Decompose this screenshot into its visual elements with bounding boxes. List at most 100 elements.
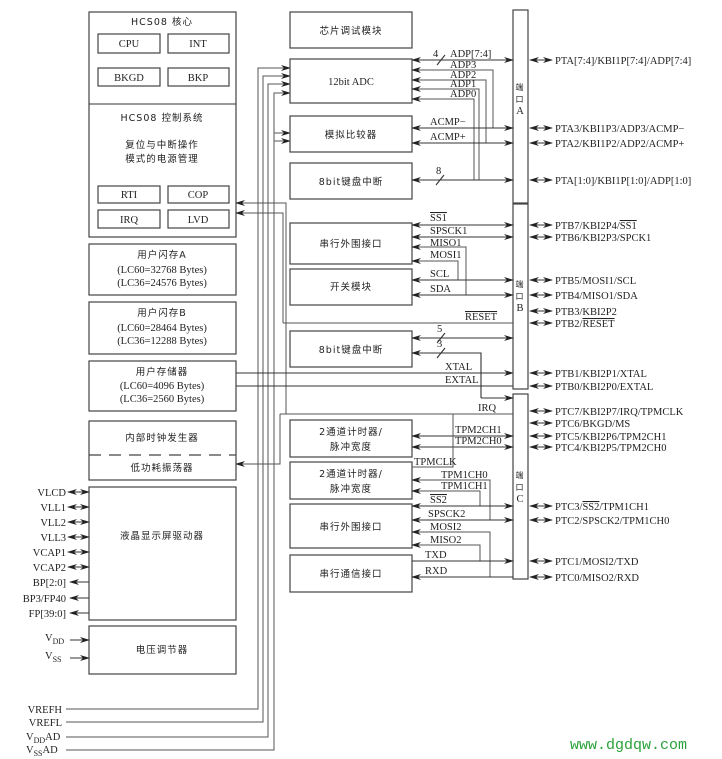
sig-adp1: ADP1: [450, 79, 476, 90]
lcd-pins: VLCD VLL1 VLL2 VLL3 VCAP1 VCAP2 BP[2:0] …: [23, 488, 90, 620]
sig-extal: EXTAL: [445, 375, 479, 386]
pin-vll2: VLL2: [40, 518, 66, 529]
tpm2-label-2: 脉冲宽度: [330, 441, 372, 453]
pin-ptc7: PTC7/KBI2P7/IRQ/TPMCLK: [555, 407, 684, 418]
port-b-pins: PTB7/KBI2P4/SS1 PTB6/KBI2P3/SPCK1 PTB5/M…: [529, 221, 653, 393]
tpm1-label-2: 脉冲宽度: [330, 483, 372, 495]
regulator-title: 电压调节器: [136, 644, 189, 656]
bus-width-5: 5: [437, 324, 442, 335]
sig-tpm1ch0: TPM1CH0: [441, 470, 488, 481]
spi1-module: 串行外围接口: [289, 222, 413, 265]
tpm2-label-1: 2通道计时器/: [319, 426, 383, 438]
voltage-regulator-block: 电压调节器 VDD VSS: [45, 625, 237, 675]
cop-label: COP: [188, 190, 209, 201]
adc-module-label: 12bit ADC: [328, 77, 374, 88]
sig-spsck1: SPSCK1: [430, 226, 467, 237]
flash-b-lc60: (LC60=28464 Bytes): [117, 323, 207, 334]
pin-ptc3: PTC3/SS2/TPM1CH1: [555, 502, 649, 513]
irq-block: [97, 209, 161, 229]
ram-block: 用户存储器 (LC60=4096 Bytes) (LC36=2560 Bytes…: [88, 360, 237, 412]
pin-vll1: VLL1: [40, 503, 66, 514]
irq-label: IRQ: [120, 215, 139, 226]
sig-acmp-plus: ACMP+: [430, 132, 466, 143]
watermark: www.dgdqw.com: [570, 737, 687, 754]
port-b: 端 口 B: [512, 203, 529, 390]
pin-vss: VSS: [45, 651, 62, 664]
kbi-a-module-label: 8bit键盘中断: [319, 176, 383, 188]
pin-vlcd: VLCD: [37, 488, 66, 499]
lcd-driver-block: 液晶显示屏驱动器 VLCD VLL1 VLL2 VLL3 VCAP1 VCAP2…: [23, 486, 237, 621]
sig-tpm2ch1: TPM2CH1: [455, 425, 502, 436]
lcd-title: 液晶显示屏驱动器: [120, 530, 204, 542]
comparator-module: 模拟比较器: [289, 115, 413, 153]
pin-bp: BP[2:0]: [33, 578, 66, 589]
pin-ptb1: PTB1/KBI2P1/XTAL: [555, 369, 647, 380]
pin-pta74: PTA[7:4]/KBI1P[7:4]/ADP[7:4]: [555, 56, 691, 67]
port-c-pins: PTC7/KBI2P7/IRQ/TPMCLK PTC6/BKGD/MS PTC5…: [529, 407, 684, 584]
port-c: 端 口 C: [512, 393, 529, 580]
cop-block: [167, 185, 230, 204]
sci-module: 串行通信接口: [289, 554, 413, 593]
sig-xtal: XTAL: [445, 362, 472, 373]
pin-fp: FP[39:0]: [29, 609, 66, 620]
pin-vcap2: VCAP2: [33, 563, 66, 574]
port-b-label-1: 端: [516, 279, 525, 289]
comparator-module-label: 模拟比较器: [325, 129, 378, 141]
port-c-label-2: 口: [516, 483, 525, 492]
flash-b-lc36: (LC36=12288 Bytes): [117, 336, 207, 347]
sig-irq: IRQ: [478, 403, 497, 414]
bkp-block: [167, 67, 230, 87]
low-power-osc-label: 低功耗振荡器: [130, 462, 193, 474]
port-b-label-2: 口: [516, 292, 525, 301]
pin-vrefl: VREFL: [29, 718, 62, 729]
clock-block: 内部时钟发生器 低功耗振荡器: [88, 420, 237, 481]
pin-vrefh: VREFH: [28, 705, 63, 716]
pin-vddad: VDDAD: [26, 732, 61, 745]
pin-ptb6: PTB6/KBI2P3/SPCK1: [555, 233, 651, 244]
sig-ss2: SS2: [430, 495, 447, 506]
pin-bp3-fp40: BP3/FP40: [23, 594, 66, 605]
pin-ptb5: PTB5/MOSI1/SCL: [555, 276, 636, 287]
sig-tpmclk: TPMCLK: [414, 457, 457, 468]
pin-ptb7: PTB7/KBI2P4/SS1: [555, 221, 637, 232]
tpm1-module: 2通道计时器/ 脉冲宽度: [289, 461, 413, 500]
cpu-label: CPU: [119, 39, 140, 50]
pin-ptc2: PTC2/SPSCK2/TPM1CH0: [555, 516, 669, 527]
int-label: INT: [189, 39, 207, 50]
port-b-label-3: B: [516, 303, 523, 314]
port-c-signals: IRQ TPM2CH1 TPM2CH0 TPMCLK TPM1CH0 TPM1C…: [411, 403, 514, 580]
pin-ptc4: PTC4/KBI2P5/TPM2CH0: [555, 443, 666, 454]
pin-vssad: VSSAD: [26, 745, 58, 758]
pin-vll3: VLL3: [40, 533, 66, 544]
port-a-label-2: 口: [516, 95, 525, 104]
port-c-label-1: 端: [516, 470, 525, 480]
flash-b-block: 用户闪存B (LC60=28464 Bytes) (LC36=12288 Byt…: [88, 301, 237, 355]
sig-mosi1: MOSI1: [430, 250, 462, 261]
sci-module-label: 串行通信接口: [319, 568, 382, 580]
sig-adp74: ADP[7:4]: [450, 49, 491, 60]
pin-ptb2: PTB2/RESET: [555, 319, 615, 330]
flash-a-lc60: (LC60=32768 Bytes): [117, 265, 207, 276]
pin-ptb4: PTB4/MISO1/SDA: [555, 291, 638, 302]
flash-a-block: 用户闪存A (LC60=32768 Bytes) (LC36=24576 Byt…: [88, 243, 237, 296]
int-block: [167, 33, 230, 54]
pin-ptc1: PTC1/MOSI2/TXD: [555, 557, 639, 568]
switch-module: 开关模块: [289, 268, 413, 306]
sig-rxd: RXD: [425, 566, 448, 577]
pin-pta2: PTA2/KBI1P2/ADP2/ACMP+: [555, 139, 684, 150]
sig-mosi2: MOSI2: [430, 522, 462, 533]
adc-module: 12bit ADC: [289, 58, 413, 104]
bkgd-label: BKGD: [114, 73, 144, 84]
pin-vcap1: VCAP1: [33, 548, 66, 559]
port-a-pins: PTA[7:4]/KBI1P[7:4]/ADP[7:4] PTA3/KBI1P3…: [529, 56, 691, 187]
sig-reset: RESET: [465, 312, 498, 323]
sig-acmp-minus: ACMP−: [430, 117, 466, 128]
port-a-label-3: A: [516, 106, 524, 117]
flash-a-title: 用户闪存A: [137, 249, 187, 261]
spi2-module: 串行外围接口: [289, 503, 413, 549]
pin-ptc5: PTC5/KBI2P6/TPM2CH1: [555, 432, 666, 443]
internal-clock-label: 内部时钟发生器: [125, 432, 199, 444]
tpm2-module: 2通道计时器/ 脉冲宽度: [289, 419, 413, 458]
port-c-label-3: C: [516, 494, 523, 505]
bus-width-4: 4: [433, 49, 439, 60]
